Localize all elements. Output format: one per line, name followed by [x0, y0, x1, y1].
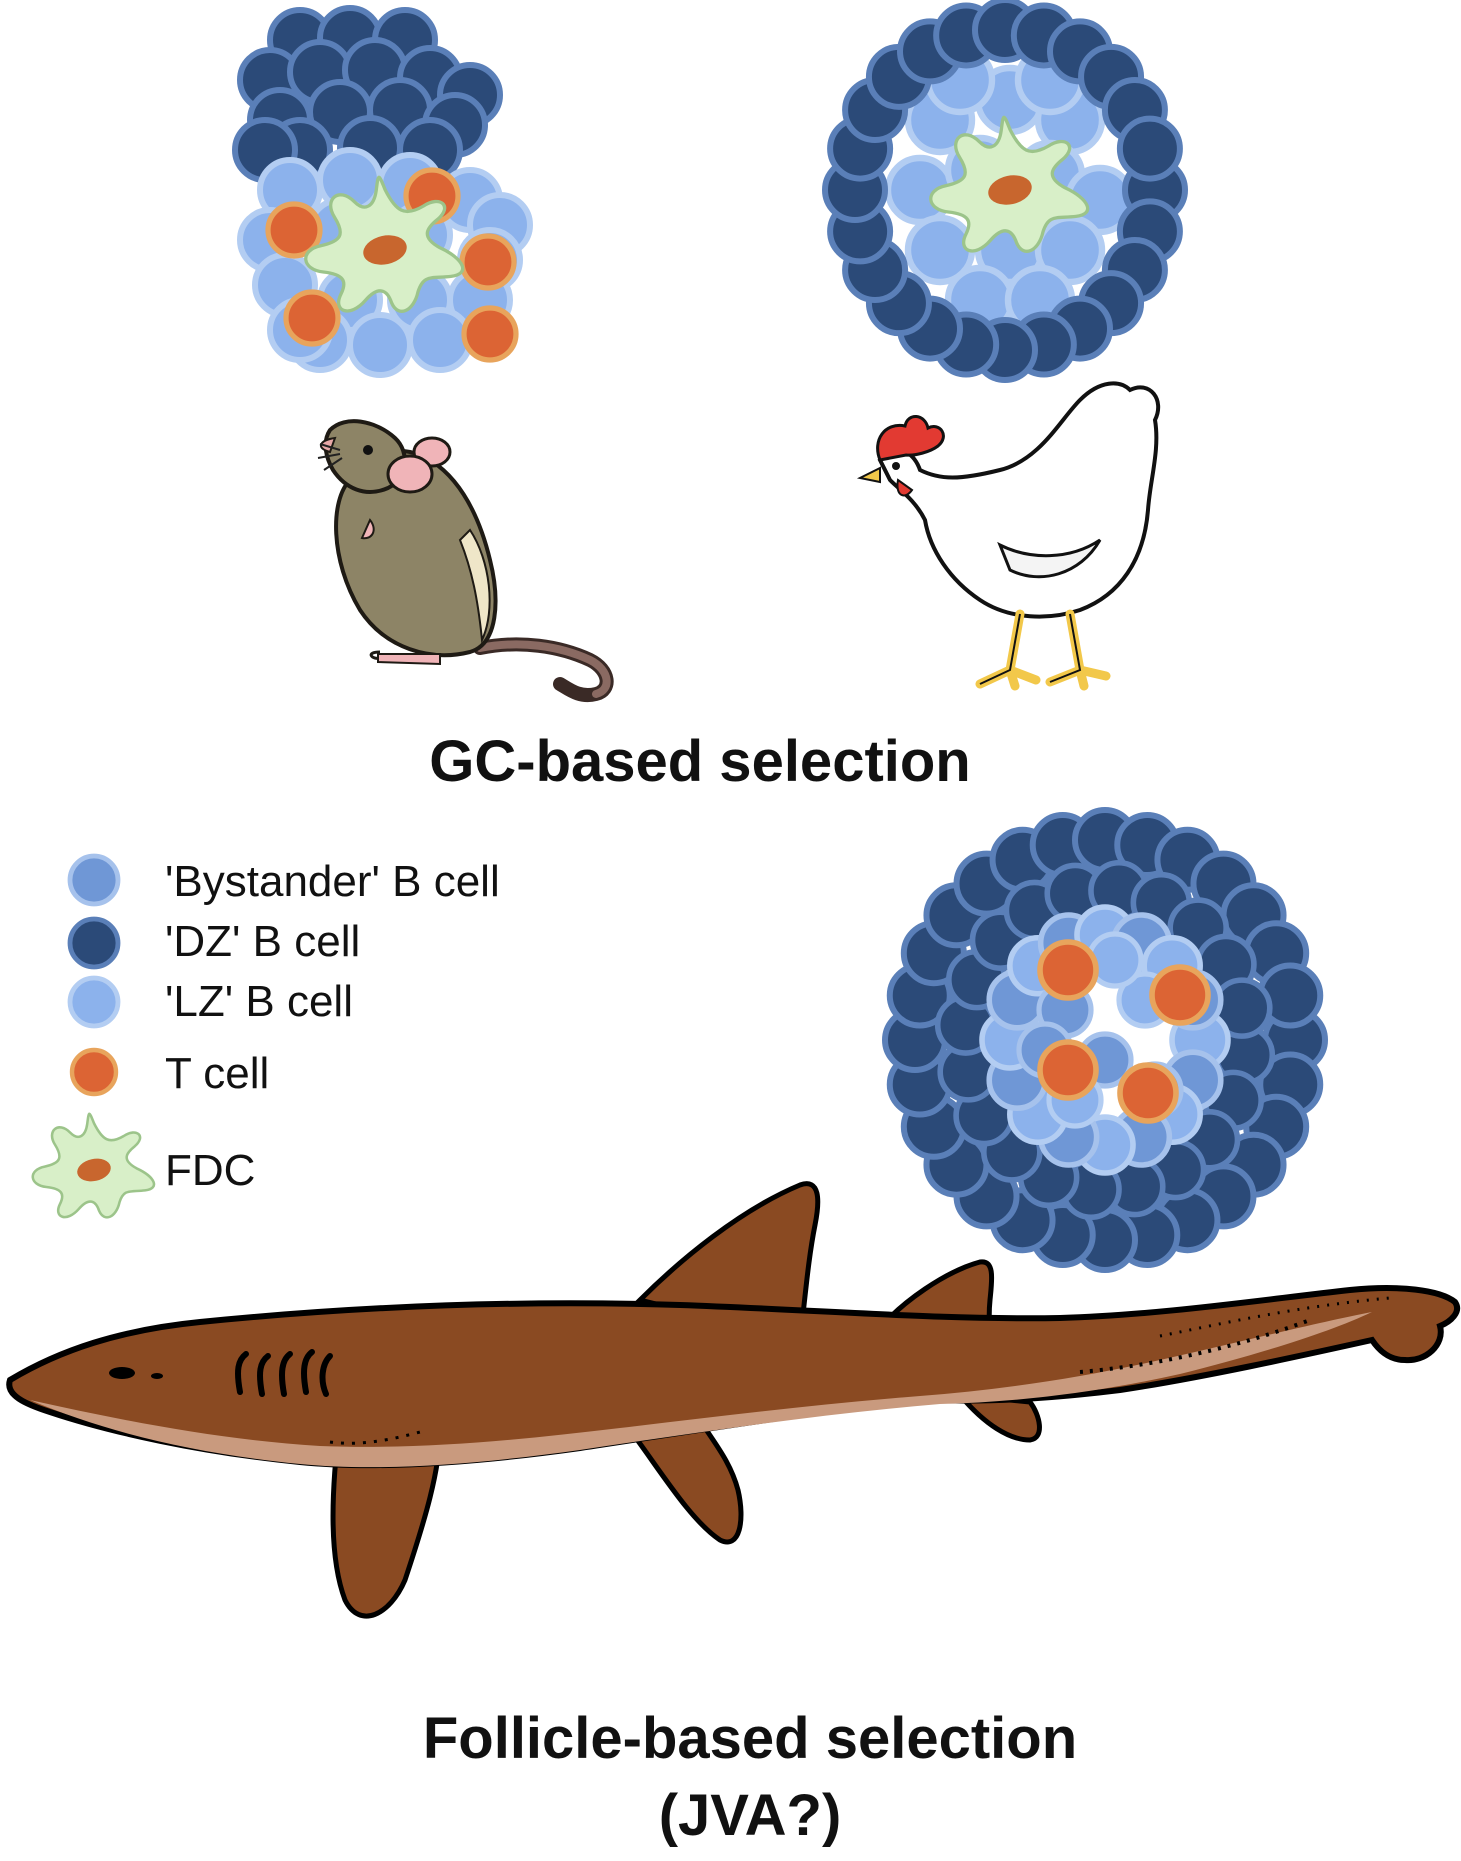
t-cell: [265, 201, 323, 259]
mouse-icon: [317, 419, 614, 702]
legend-label-bystander: 'Bystander' B cell: [165, 857, 500, 906]
legend-label-dz: 'DZ' B cell: [165, 917, 360, 966]
lz-b-cell-icon-circle: [67, 975, 121, 1029]
mouse-germinal-center: [232, 5, 533, 378]
chicken-germinal-center: [822, 0, 1188, 383]
legend-label-fdc: FDC: [165, 1146, 255, 1195]
lz-b-cell-icon: [67, 975, 121, 1029]
chicken-icon: [856, 381, 1161, 691]
dz-b-cell-icon: [67, 916, 121, 970]
legend-label-t-cell: T cell: [165, 1049, 269, 1098]
t-cell: [1037, 1039, 1099, 1101]
shark-icon: [6, 1181, 1461, 1619]
lz-cell: [347, 312, 413, 378]
gc-title: GC-based selection: [429, 729, 971, 794]
t-cell: [1037, 939, 1099, 1001]
lz-cell: [407, 307, 473, 373]
legend-label-lz: 'LZ' B cell: [165, 977, 353, 1026]
t-cell: [459, 233, 517, 291]
bystander-b-cell-icon: [67, 853, 121, 907]
follicle-subtitle: (JVA?): [658, 1783, 842, 1848]
t-cell: [461, 305, 519, 363]
bystander-b-cell-icon-circle: [67, 853, 121, 907]
t-cell: [1149, 964, 1211, 1026]
legend: 'Bystander' B cell 'DZ' B cell 'LZ' B ce…: [31, 853, 500, 1219]
dz-cell: [1116, 115, 1183, 182]
follicle-title: Follicle-based selection: [422, 1706, 1078, 1771]
t-cell-icon-circle: [69, 1047, 119, 1097]
shark-follicle: [882, 807, 1328, 1273]
t-cell: [1117, 1062, 1179, 1124]
fdc-icon: [31, 1112, 156, 1219]
t-cell-icon: [69, 1047, 119, 1097]
dz-b-cell-icon-circle: [67, 916, 121, 970]
t-cell: [283, 289, 341, 347]
